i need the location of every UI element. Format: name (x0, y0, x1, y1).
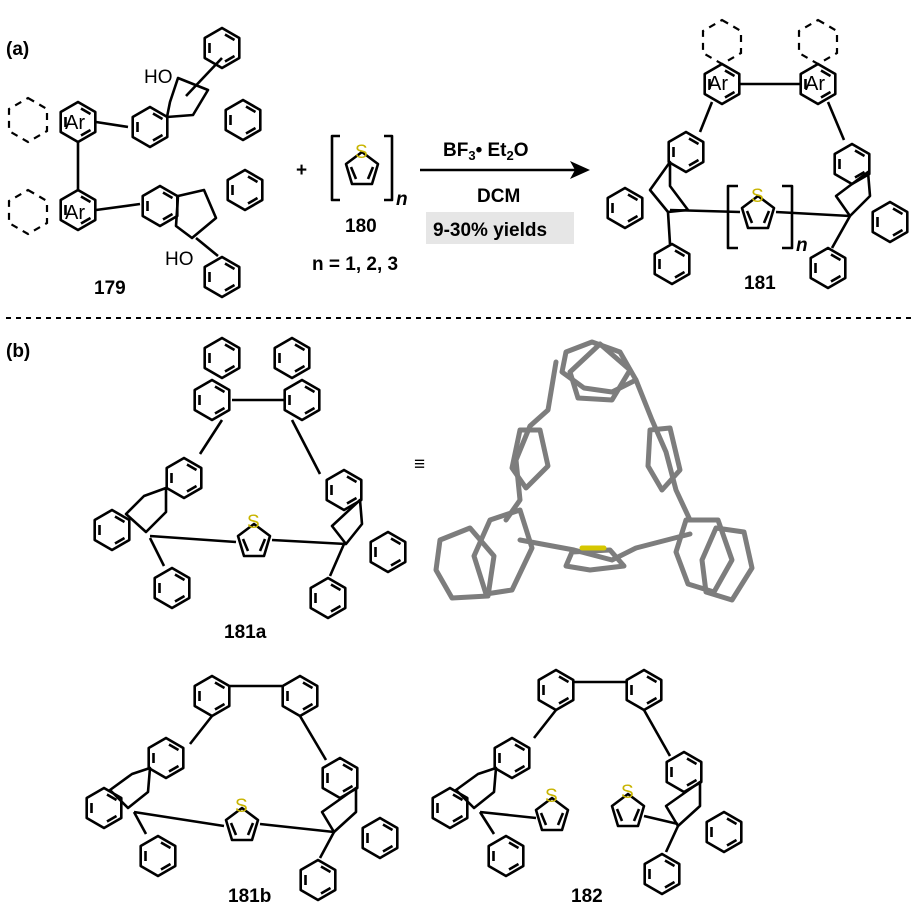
compound-181b-label: 181b (228, 886, 271, 907)
reaction-arrow-head (570, 161, 590, 179)
plus-sign: + (296, 160, 307, 181)
product-right-aryl-text: Ar (805, 73, 825, 95)
product-181-label: 181 (744, 273, 776, 294)
equivalence-symbol: ≡ (414, 454, 425, 475)
lower-aryl-text: Ar (65, 202, 85, 224)
yield-box (426, 212, 574, 244)
compound-181b-structure (85, 674, 399, 902)
reactant-179-label: 179 (94, 278, 126, 299)
panel-b-label: (b) (6, 341, 30, 362)
upper-aryl-text: Ar (65, 112, 85, 134)
compound-182-structure (431, 668, 743, 896)
compound-182-label: 182 (571, 886, 603, 907)
n-values-text: n = 1, 2, 3 (312, 254, 398, 275)
reagent-sulfur-atom: S (355, 142, 368, 163)
compound-181a-structure (93, 336, 407, 620)
conditions-reagent: BF3• Et2O (443, 140, 529, 163)
reactant-179-structure (7, 26, 264, 299)
sulfur-atom-182-left: S (545, 786, 558, 807)
sulfur-atom-181a: S (247, 512, 260, 533)
panel-a-label: (a) (6, 39, 29, 60)
sulfur-atom-181b: S (235, 796, 248, 817)
reagent-180-label: 180 (345, 216, 377, 237)
repeat-n-reagent: n (396, 189, 408, 210)
compound-181a-label: 181a (224, 622, 267, 643)
repeat-n-product: n (796, 235, 808, 256)
product-left-aryl-text: Ar (708, 73, 728, 95)
upper-hydroxyl-text: HO (144, 67, 173, 88)
conditions-solvent: DCM (477, 186, 520, 207)
sulfur-atom-182-right: S (621, 782, 634, 803)
conditions-yield: 9-30% yields (433, 220, 547, 241)
reagent-180-structure (330, 134, 394, 202)
product-sulfur-atom: S (751, 186, 764, 207)
product-181-structure (606, 18, 909, 290)
xray-crystal-structure (433, 339, 755, 603)
lower-hydroxyl-text: HO (165, 249, 194, 270)
